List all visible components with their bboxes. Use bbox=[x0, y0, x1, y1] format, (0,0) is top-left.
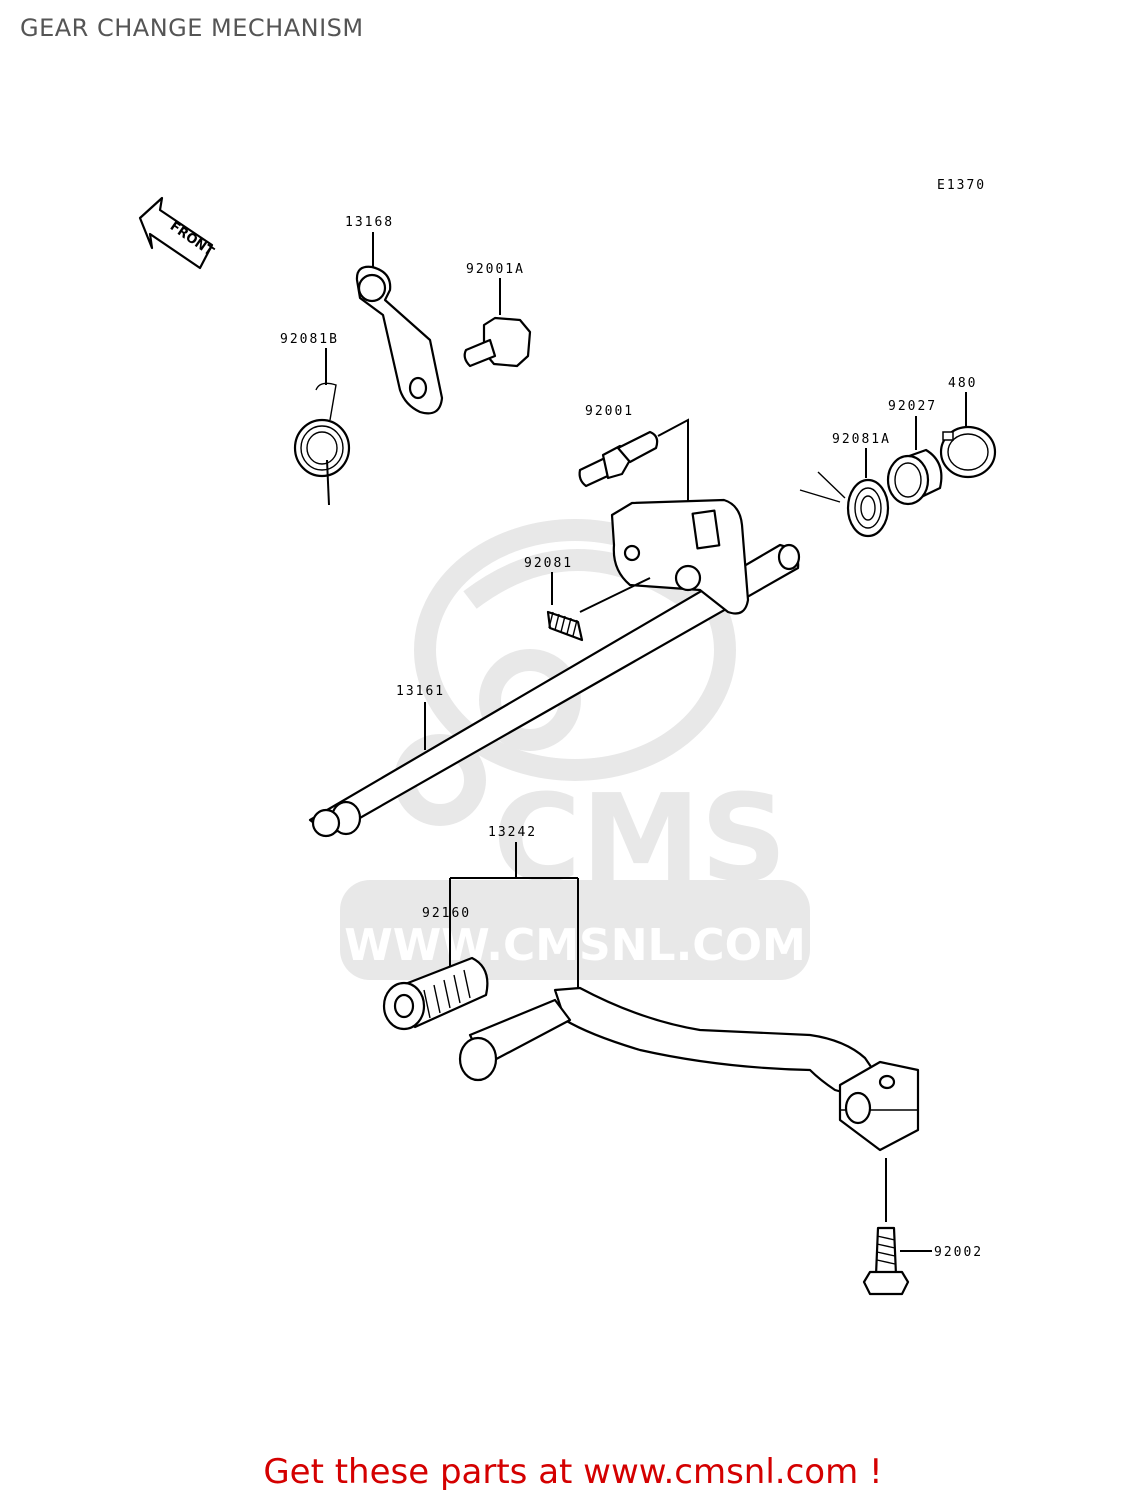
part-92001a[interactable]: 92001A bbox=[463, 262, 532, 368]
page-title: GEAR CHANGE MECHANISM bbox=[20, 14, 364, 42]
part-92160[interactable]: 92160 bbox=[382, 906, 489, 1031]
part-label-13242: 13242 bbox=[488, 825, 537, 840]
part-label-92081a: 92081A bbox=[832, 432, 891, 447]
diagram-code: E1370 bbox=[937, 178, 986, 193]
part-label-92001: 92001 bbox=[585, 404, 634, 419]
part-13168[interactable]: 13168 bbox=[345, 215, 444, 415]
part-label-92160: 92160 bbox=[422, 906, 471, 921]
shift-arm-plate bbox=[610, 498, 750, 615]
watermark-url-text: WWW.CMSNL.COM bbox=[344, 920, 806, 971]
part-92081a[interactable]: 92081A bbox=[799, 432, 891, 538]
part-label-92027: 92027 bbox=[888, 399, 937, 414]
part-92002[interactable]: 92002 bbox=[862, 1158, 983, 1296]
footer-link[interactable]: Get these parts at www.cmsnl.com ! bbox=[263, 1452, 883, 1492]
part-label-92081b: 92081B bbox=[280, 332, 339, 347]
part-label-480: 480 bbox=[948, 376, 977, 391]
part-label-92081: 92081 bbox=[524, 556, 573, 571]
part-label-13168: 13168 bbox=[345, 215, 394, 230]
part-label-92001a: 92001A bbox=[466, 262, 525, 277]
part-label-92002: 92002 bbox=[934, 1245, 983, 1260]
part-92027[interactable]: 92027 bbox=[886, 399, 943, 506]
part-92081b[interactable]: 92081B bbox=[280, 332, 351, 506]
part-92081[interactable]: 92081 bbox=[524, 556, 651, 642]
part-480[interactable]: 480 bbox=[939, 376, 997, 479]
front-arrow-icon: FRONT bbox=[138, 196, 216, 270]
part-13242[interactable]: 13242 bbox=[449, 825, 920, 1152]
part-92001[interactable]: 92001 bbox=[578, 404, 689, 505]
part-label-13161: 13161 bbox=[396, 684, 445, 699]
watermark-logo-bg bbox=[340, 880, 810, 980]
part-13161[interactable]: 13161 bbox=[308, 543, 801, 838]
watermark-logo-text: CMS bbox=[493, 770, 787, 909]
